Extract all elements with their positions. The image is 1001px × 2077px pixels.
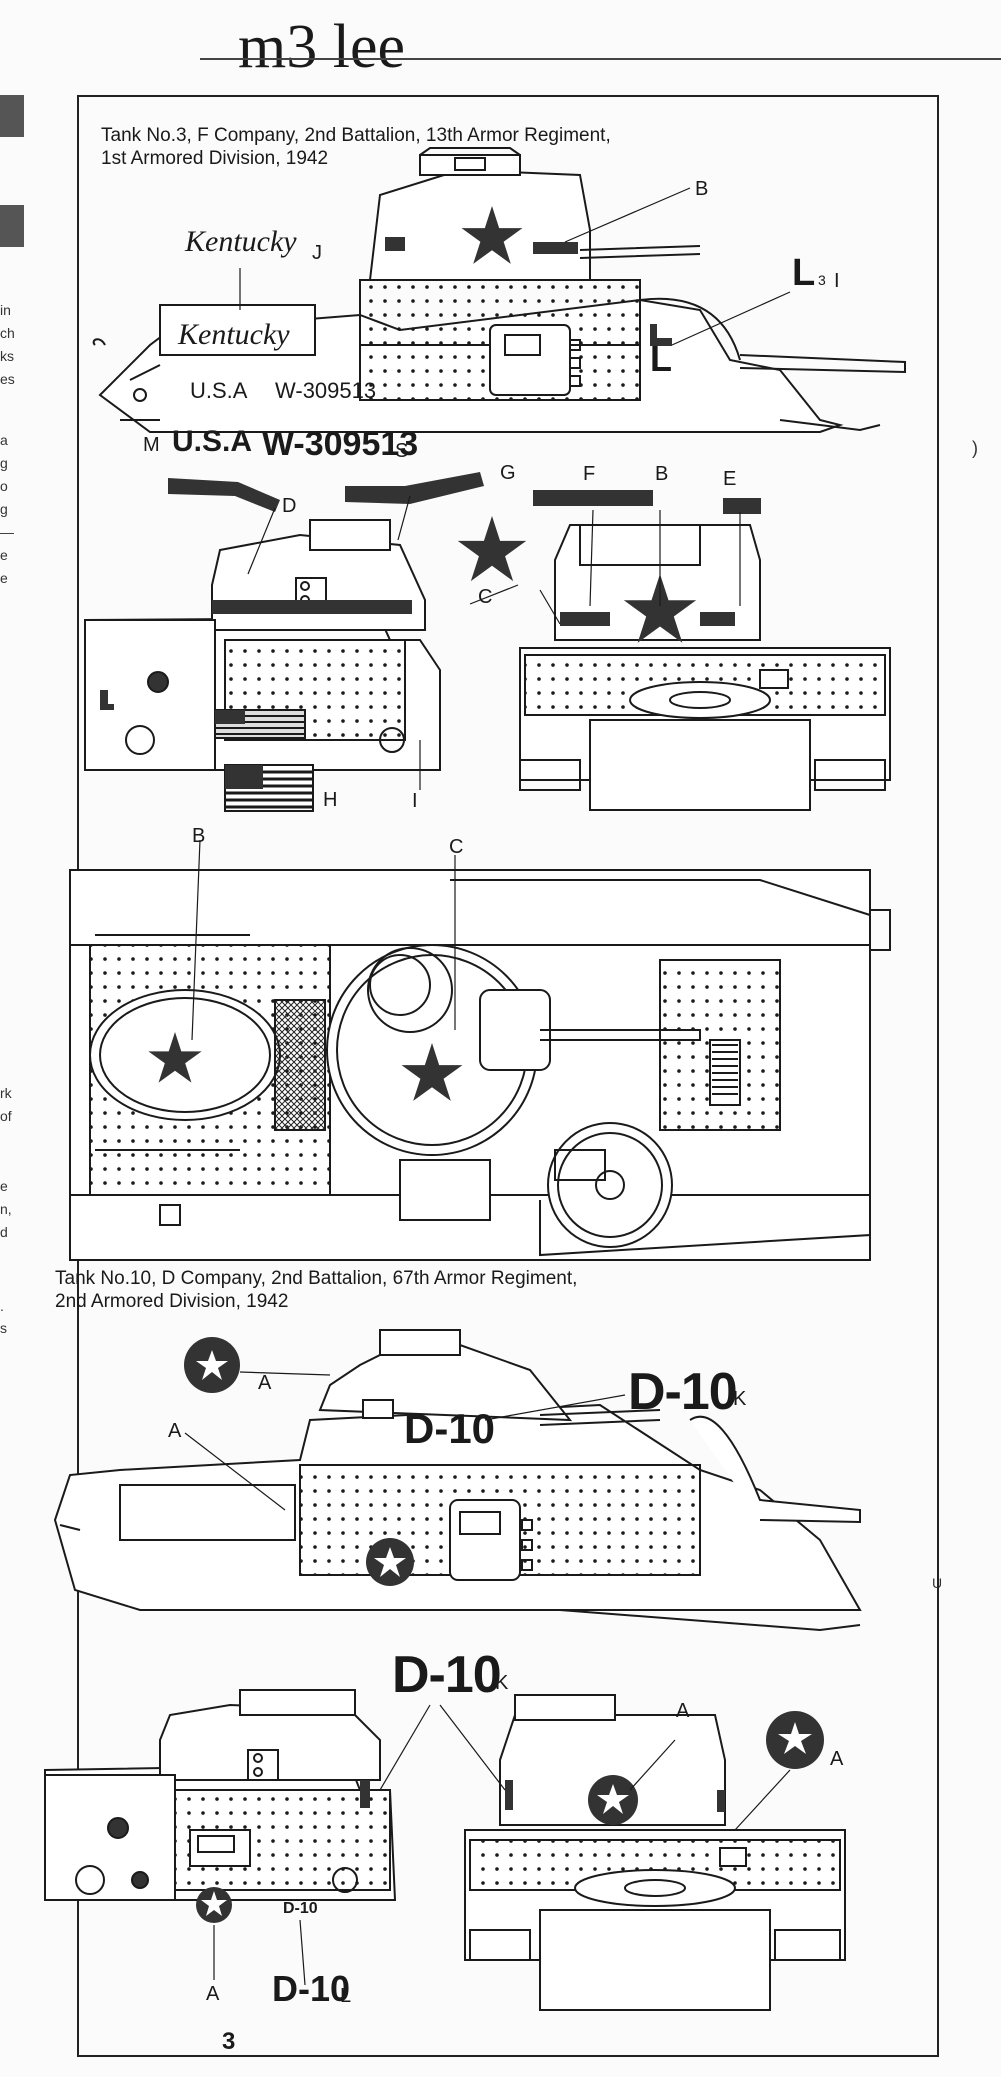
caption-tank10-line1: Tank No.10, D Company, 2nd Battalion, 67… bbox=[55, 1268, 578, 1289]
margin-fragment: of bbox=[0, 1108, 12, 1124]
front-d10-marking: D-10 bbox=[283, 1900, 318, 1917]
caption-tank3-line2: 1st Armored Division, 1942 bbox=[101, 148, 329, 169]
margin-fragment: n, bbox=[0, 1201, 12, 1217]
tank3-front-view bbox=[519, 524, 891, 811]
margin-fragment: . bbox=[0, 1298, 4, 1314]
hull-serial-marking: W-309513 bbox=[275, 378, 377, 403]
label-g: G bbox=[500, 462, 516, 484]
label-a-front-1: A bbox=[676, 1700, 690, 1722]
decal-l-subscript: 3 bbox=[818, 272, 826, 288]
margin-fragment: g bbox=[0, 455, 8, 471]
page-number: 3 bbox=[222, 2028, 236, 2055]
label-a-front-2: A bbox=[830, 1748, 844, 1770]
decal-usa: U.S.A bbox=[172, 425, 253, 458]
tank3-left-side-view bbox=[84, 519, 441, 771]
label-a-roundel: A bbox=[258, 1372, 272, 1394]
label-l: L bbox=[340, 1985, 352, 2007]
decal-d10: D-10 bbox=[628, 1363, 738, 1421]
turret-d10-marking: D-10 bbox=[404, 1405, 496, 1452]
label-e: E bbox=[723, 468, 737, 490]
margin-fragment: in bbox=[0, 302, 11, 318]
tank10-front-view bbox=[464, 1694, 846, 2011]
flag-decal-h bbox=[224, 764, 314, 812]
label-h: H bbox=[323, 789, 338, 811]
label-c: C bbox=[478, 586, 493, 608]
margin-fragment: ch bbox=[0, 325, 15, 341]
decal-serial: W-309513 bbox=[262, 425, 419, 463]
label-c-top: C bbox=[449, 836, 464, 858]
hull-kentucky-script: Kentucky bbox=[178, 318, 290, 351]
label-s: S bbox=[395, 440, 409, 462]
label-b-top: B bbox=[192, 825, 206, 847]
margin-fragment: a bbox=[0, 432, 8, 448]
label-k-2: K bbox=[495, 1672, 509, 1694]
label-b-side: B bbox=[695, 178, 709, 200]
leader-lines-1 bbox=[247, 495, 741, 790]
label-d: D bbox=[282, 495, 297, 517]
label-i-lower: I bbox=[412, 790, 418, 812]
decal-kentucky-script: Kentucky bbox=[185, 225, 297, 258]
label-i: I bbox=[834, 270, 840, 292]
margin-fragment: o bbox=[0, 478, 8, 494]
tank10-side-view bbox=[53, 1329, 862, 1632]
margin-fragment: rk bbox=[0, 1085, 12, 1101]
margin-fragment: ks bbox=[0, 348, 14, 364]
margin-fragment: es bbox=[0, 371, 15, 387]
label-a-front: A bbox=[206, 1983, 220, 2005]
tank3-side-view bbox=[92, 147, 906, 433]
label-b-front: B bbox=[655, 463, 669, 485]
tank10-left-side-view bbox=[44, 1689, 397, 1923]
label-k: K bbox=[733, 1388, 747, 1410]
tank3-top-view bbox=[69, 839, 891, 1261]
decal-star-c bbox=[458, 516, 526, 581]
margin-block bbox=[0, 205, 24, 247]
page-title: m3 lee bbox=[238, 13, 405, 81]
leader-lines-2 bbox=[184, 1371, 791, 1986]
margin-fragment: e bbox=[0, 1178, 8, 1194]
margin-fragment: e bbox=[0, 570, 8, 586]
roundel-stars bbox=[196, 1350, 812, 1916]
margin-mark-right: ) bbox=[972, 438, 978, 458]
margin-fragment: g bbox=[0, 501, 8, 517]
decal-l-marking: L bbox=[792, 252, 816, 294]
decal-d10-l: D-10 bbox=[272, 1968, 351, 2009]
margin-block bbox=[0, 95, 24, 137]
label-m: M bbox=[143, 434, 160, 456]
caption-tank10-line2: 2nd Armored Division, 1942 bbox=[55, 1291, 289, 1312]
label-f: F bbox=[583, 463, 596, 485]
margin-fragment: s bbox=[0, 1320, 7, 1336]
caption-tank3-line1: Tank No.3, F Company, 2nd Battalion, 13t… bbox=[101, 125, 611, 146]
header-rule bbox=[200, 58, 1001, 60]
margin-fragment: — bbox=[0, 524, 14, 540]
hull-usa-marking: U.S.A bbox=[190, 378, 248, 403]
margin-fragment: d bbox=[0, 1224, 8, 1240]
decal-d10-k: D-10 bbox=[392, 1646, 502, 1704]
margin-fragment: e bbox=[0, 547, 8, 563]
label-a-hull: A bbox=[168, 1420, 182, 1442]
hull-l-marking: L bbox=[650, 338, 672, 379]
label-j: J bbox=[312, 242, 322, 264]
stripe-decals bbox=[168, 472, 761, 514]
